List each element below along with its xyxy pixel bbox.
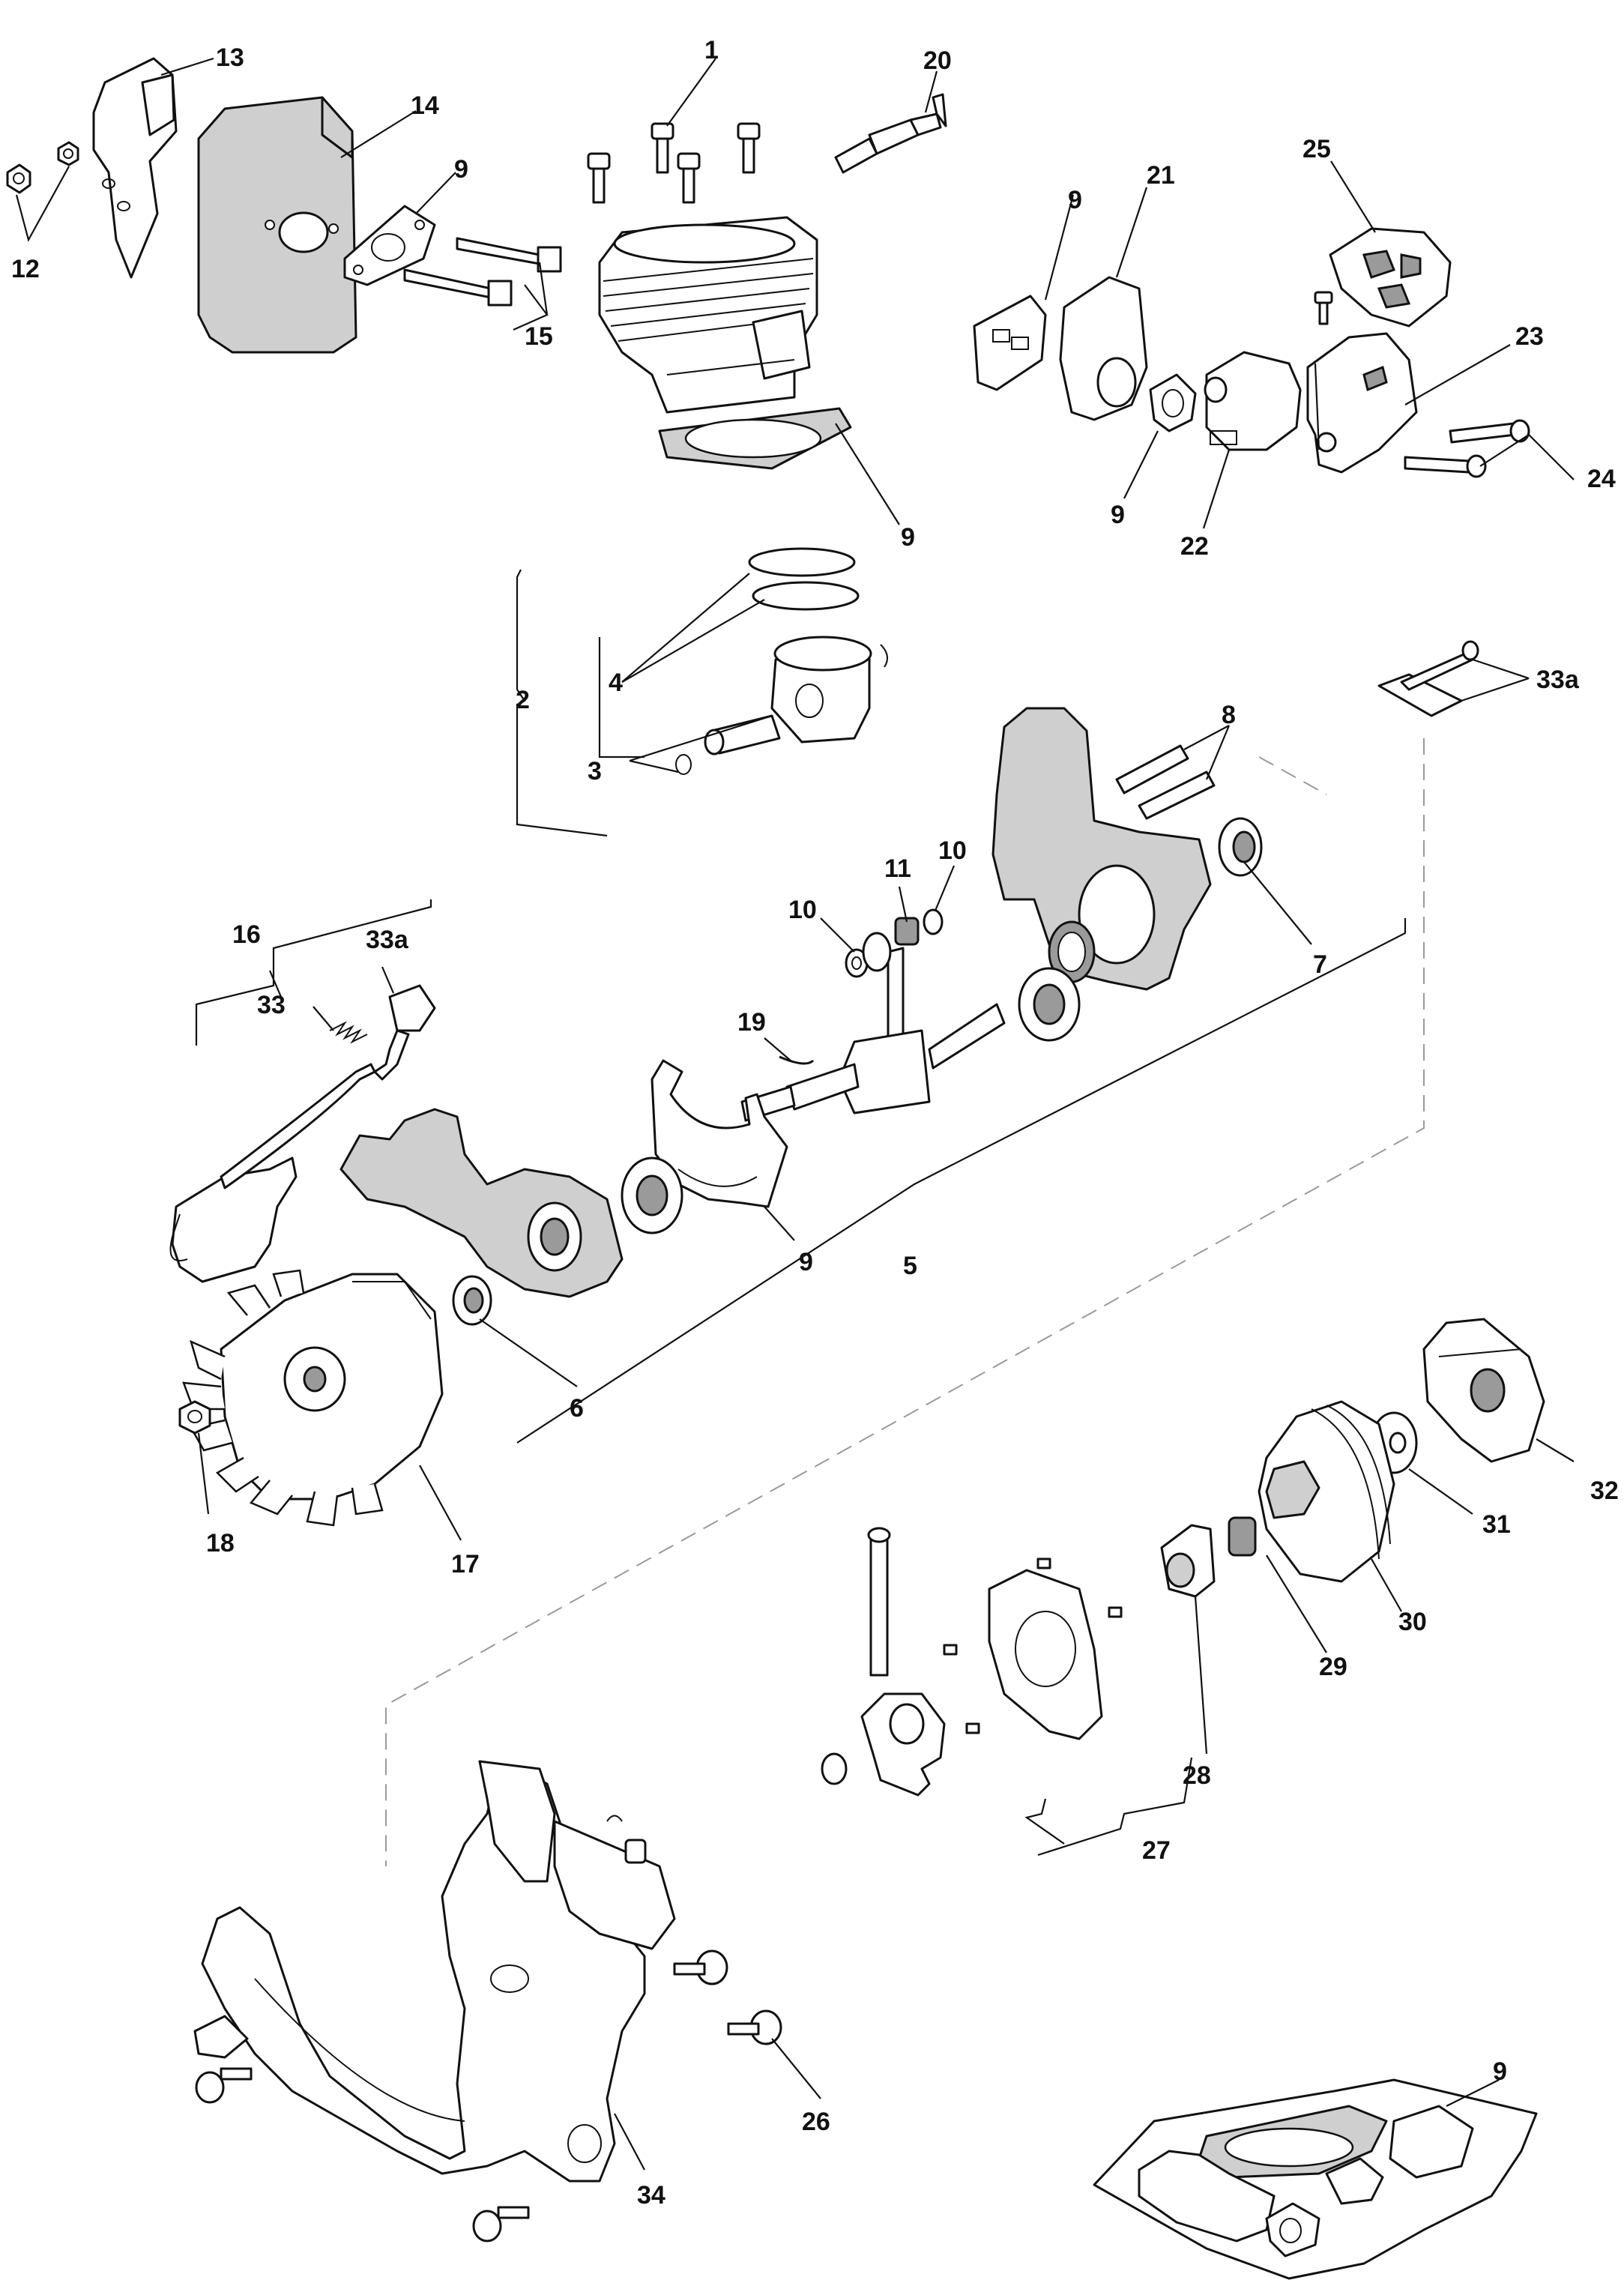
callout-1: 1 [704,36,719,64]
clutch-drum-30 [1258,1400,1395,1583]
piston-rings-4 [748,547,860,611]
callout-34: 33a [366,926,409,954]
cylinder [598,216,818,414]
crankshaft [740,932,1081,1122]
callout-18: 18 [206,1529,235,1557]
callout-7: 7 [1313,950,1327,979]
callout-8: 8 [1222,701,1236,729]
callout-9-base: 9 [901,523,915,552]
air-filter-25 [1329,227,1452,328]
callout-6: 6 [570,1394,584,1423]
intake-gasket-9 [973,295,1047,391]
callout-4: 4 [609,669,623,697]
callout-19: 19 [737,1008,766,1037]
intake-manifold-21 [1059,276,1148,421]
bearing-left [621,1156,683,1234]
exhaust-gasket-9 [343,205,436,286]
ignition-module-16 [169,1063,376,1283]
callout-10-right: 10 [938,836,967,865]
callout-30: 30 [1398,1608,1427,1636]
callout-25: 25 [1302,135,1331,163]
screw-small [1314,291,1333,325]
air-filter-base-23 [1306,332,1418,474]
spring-33 [329,1021,368,1044]
callout-9-intake: 9 [1068,186,1082,214]
flywheel-17 [182,1269,444,1527]
callout-9-set: 9 [1493,2057,1507,2086]
callout-11: 11 [884,854,911,883]
piston-3 [675,636,888,775]
spark-boot-34 [373,984,436,1081]
leader-lines [160,57,1575,2171]
callout-28: 28 [1183,1761,1211,1790]
callout-16: 16 [232,920,261,949]
callout-20: 20 [923,46,952,75]
carb-gasket-9 [1149,373,1197,432]
carburettor-22 [1204,351,1302,451]
callout-23: 23 [1515,322,1544,351]
clutch-32 [1422,1318,1545,1463]
group-brackets [195,569,1407,1857]
washers-bearing [845,908,944,978]
callout-9-exhaust: 9 [454,155,468,184]
drive-hub-28 [1160,1524,1216,1598]
crankcase-right [991,707,1212,991]
callout-21: 21 [1147,161,1175,190]
callout-10-left: 10 [788,896,817,924]
studs-8 [1115,744,1216,820]
crankcase-gasket-9 [650,1059,788,1208]
callout-12: 12 [11,255,40,283]
chassis-35 [193,1760,676,2183]
av-mounts-26 [195,1949,782,2243]
seal-6 [452,1275,492,1326]
callout-26: 26 [802,2108,830,2136]
callout-5: 5 [903,1252,917,1280]
callout-labels: 1 20 13 14 9 12 15 9 21 9 25 23 24 9 22 … [11,36,1619,2210]
screws-15 [403,237,562,307]
nut-18 [178,1400,211,1435]
bracket-33a [1377,640,1479,717]
base-gasket-9 [658,407,852,470]
key-19 [779,1055,815,1065]
alignment-guides [385,738,1425,1866]
callout-33a: 33a [1536,666,1580,694]
callout-31: 31 [1482,1510,1511,1539]
muffler-14 [197,96,357,354]
callout-33: 33 [257,991,286,1019]
callout-22: 22 [1180,532,1209,561]
needle-bearing-29 [1228,1516,1257,1557]
callout-17: 17 [451,1550,480,1578]
callout-35: 34 [637,2181,665,2210]
cylinder-bolts-1 [587,122,761,204]
callout-15: 15 [525,322,553,351]
screws-24 [1404,419,1530,478]
callout-24: 24 [1587,465,1616,493]
oil-pump-27 [821,1527,1123,1797]
spark-plug-20 [834,93,947,174]
crankcase-left [339,1108,624,1298]
callout-9-carb: 9 [1111,501,1125,529]
gasket-set-9 [1093,2078,1538,2280]
nut-12 [6,141,79,242]
callout-2: 2 [516,686,530,714]
muffler-bracket-13 [92,57,178,279]
callout-29: 29 [1319,1653,1347,1681]
callout-32: 32 [1590,1477,1619,1505]
callout-14: 14 [411,91,439,120]
callout-13: 13 [216,43,244,72]
callout-3: 3 [588,757,602,785]
callout-27: 27 [1142,1836,1171,1865]
seal-7 [1218,817,1263,877]
callout-9-crankcase: 9 [799,1248,813,1276]
